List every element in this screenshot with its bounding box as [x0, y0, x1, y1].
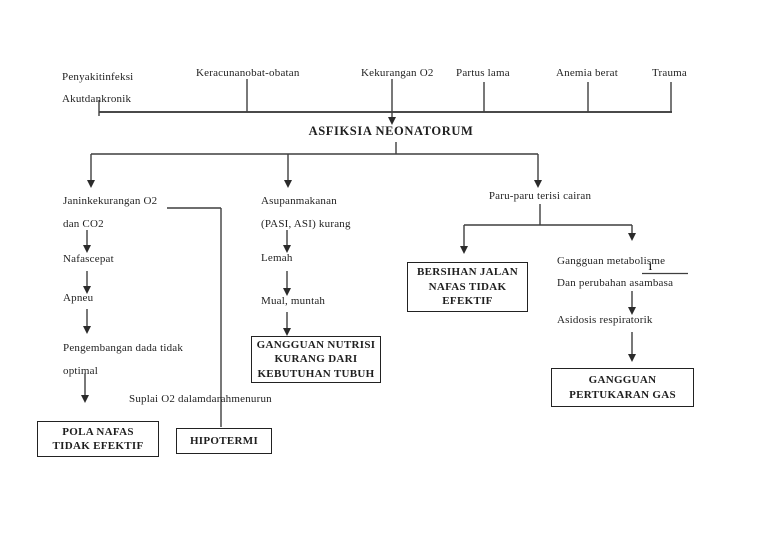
node-lemah: Lemah — [261, 252, 293, 264]
arrowhead-mid-3 — [283, 328, 291, 336]
arrowhead-left-3 — [83, 326, 91, 334]
diagram-title: ASFIKSIA NEONATORUM — [308, 124, 474, 138]
arrowhead-left-4 — [81, 395, 89, 403]
node-paru-terisi-cairan: Paru-paru terisi cairan — [488, 190, 592, 202]
node-nafas-cepat: Nafascepat — [63, 253, 114, 265]
arrowhead-branch-right — [534, 180, 542, 188]
node-gangguan-metabolisme: Gangguan metabolisme Dan perubahan asamb… — [557, 255, 674, 289]
diagnosis-box-pola-nafas: POLA NAFAS TIDAK EFEKTIF — [37, 421, 159, 457]
diagnosis-box-bersihan-jalan-nafas: BERSIHAN JALAN NAFAS TIDAK EFEKTIF — [407, 262, 528, 312]
cause-anemia-berat: Anemia berat — [556, 67, 618, 79]
node-janin-kekurangan-o2: Janinkekurangan O2 dan CO2 — [63, 195, 158, 230]
arrowhead-kekurangan — [388, 117, 396, 125]
cause-penyakit-infeksi: Penyakitinfeksi Akutdankronik — [62, 71, 134, 105]
footnote-marker: 1 — [648, 262, 653, 272]
diagnosis-box-hipotermi: HIPOTERMI — [176, 428, 272, 454]
arrowhead-branch-mid — [284, 180, 292, 188]
cause-trauma: Trauma — [652, 67, 688, 79]
cause-partus-lama: Partus lama — [456, 67, 510, 79]
node-mual-muntah: Mual, muntah — [261, 295, 326, 307]
diagnosis-box-pertukaran-gas: GANGGUAN PERTUKARAN GAS — [551, 368, 694, 407]
arrowhead-right-2 — [628, 307, 636, 315]
cause-keracunan-obat: Keracunanobat-obatan — [196, 67, 300, 79]
arrowhead-branch-left — [87, 180, 95, 188]
node-pengembangan-dada: Pengembangan dada tidak optimal — [63, 342, 184, 377]
node-suplai-o2: Suplai O2 dalamdarahmenurun — [129, 393, 272, 405]
arrowhead-left-2 — [83, 286, 91, 294]
arrowhead-left-1 — [83, 245, 91, 253]
diagnosis-box-gangguan-nutrisi: GANGGUAN NUTRISI KURANG DARI KEBUTUHAN T… — [251, 336, 381, 383]
node-asidosis-respiratorik: Asidosis respiratorik — [557, 314, 653, 326]
node-apneu: Apneu — [63, 292, 94, 304]
arrowhead-right-3 — [628, 354, 636, 362]
arrowhead-gangguan — [628, 233, 636, 241]
cause-kekurangan-o2: Kekurangan O2 — [361, 67, 434, 79]
arrowhead-mid-1 — [283, 245, 291, 253]
arrowhead-mid-2 — [283, 288, 291, 296]
arrowhead-bersihan — [460, 246, 468, 254]
node-asupan-makanan: Asupanmakanan (PASI, ASI) kurang — [261, 195, 351, 230]
